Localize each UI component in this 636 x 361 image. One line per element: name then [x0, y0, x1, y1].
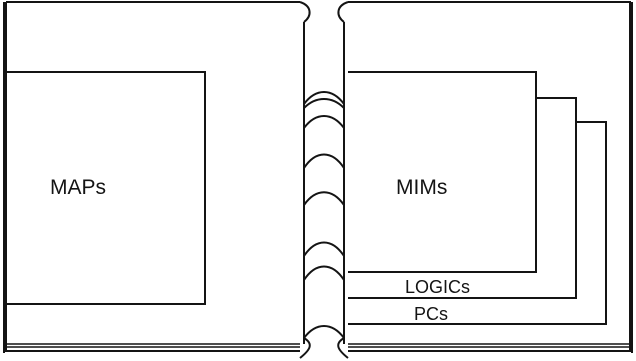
binder-ring-1 [303, 91, 345, 105]
logics-label: LOGICs [405, 277, 470, 297]
right-binder-cover [348, 1, 633, 353]
mims-panel: MIMs [348, 71, 537, 273]
maps-panel: MAPs [6, 71, 206, 305]
binder-rings [303, 91, 345, 339]
binder-ring-6 [303, 265, 345, 281]
left-binder-cover [3, 1, 300, 353]
binder-ring-2 [303, 115, 345, 129]
binder-ring-3 [303, 153, 345, 169]
pcs-label: PCs [414, 304, 448, 324]
mims-label: MIMs [396, 176, 447, 199]
binder-ring-5 [303, 241, 345, 257]
binder-ring-4 [303, 191, 345, 206]
maps-label: MAPs [50, 176, 106, 199]
binder-spine [299, 1, 349, 359]
binder-ring-7 [303, 325, 345, 339]
binder-ring-1-lower [303, 98, 345, 109]
